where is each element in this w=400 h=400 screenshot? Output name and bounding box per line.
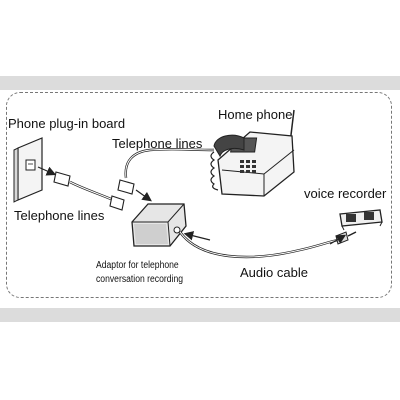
top-gray-band [0, 76, 400, 90]
label-voice-recorder: voice recorder [304, 186, 387, 201]
adaptor-left-plug [109, 195, 125, 211]
audio-jack [335, 231, 357, 245]
label-audio-cable: Audio cable [240, 265, 308, 280]
bottom-gray-band [0, 308, 400, 322]
label-phone-plug-in-board: Phone plug-in board [8, 116, 126, 131]
wall-jack-plate [13, 137, 43, 203]
audio-cable [179, 231, 339, 259]
recording-adaptor [131, 203, 187, 247]
label-adaptor-line2: conversation recording [96, 274, 184, 285]
label-telephone-lines-top: Telephone lines [112, 136, 203, 151]
wall-plug [37, 166, 71, 187]
voice-recorder [339, 209, 383, 231]
label-home-phone: Home phone [218, 107, 293, 122]
label-telephone-lines-left: Telephone lines [14, 208, 105, 223]
home-phone [210, 109, 295, 197]
phone-line-plug [117, 179, 135, 195]
diagram-panel [6, 92, 392, 298]
phone-to-adaptor-cable [124, 147, 215, 179]
label-adaptor-line1: Adaptor for telephone [96, 260, 179, 271]
